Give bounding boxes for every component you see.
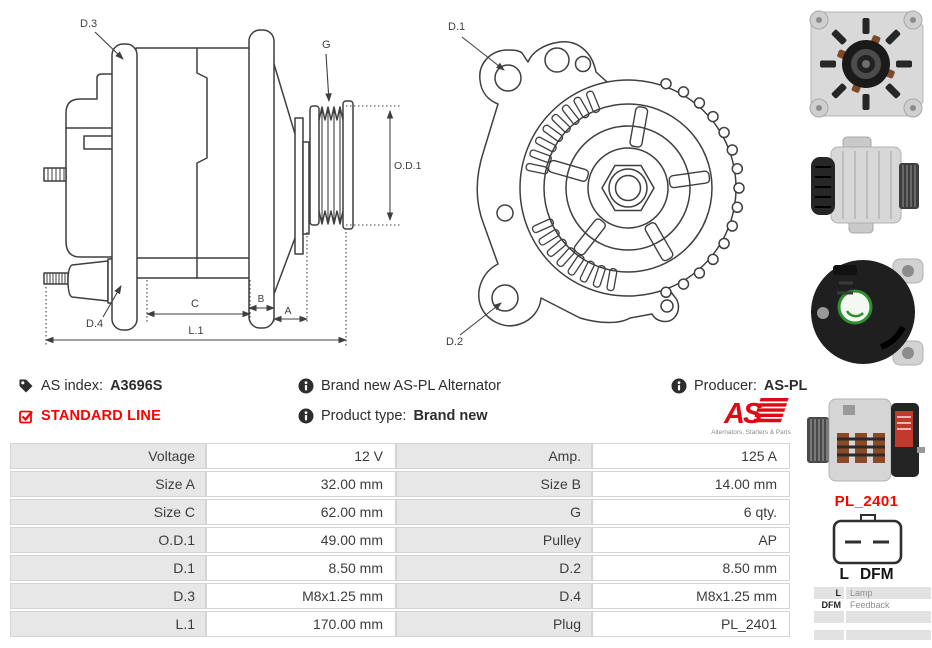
spec-value: AP [592, 527, 790, 553]
spec-label: Size A [10, 471, 206, 497]
dim-label-a: A [284, 305, 291, 317]
spec-label: D.2 [396, 555, 592, 581]
product-type-value: Brand new [413, 408, 488, 424]
tag-icon [19, 379, 33, 393]
brand-new-text: Brand new AS-PL Alternator [321, 378, 502, 394]
plug-pin-left: L [839, 566, 849, 583]
shaft-nut [601, 164, 655, 212]
pulley-flange-right [342, 100, 354, 230]
dim-label-b: B [258, 294, 265, 305]
legend-row-empty [814, 630, 931, 640]
as-index-value: A3696S [110, 378, 163, 394]
as-pl-logo: AS Alternators, Starters & Parts [711, 398, 791, 436]
spec-label: Pulley [396, 527, 592, 553]
spec-label: Size C [10, 499, 206, 525]
spec-value: PL_2401 [592, 611, 790, 637]
legend-desc: Feedback [850, 600, 890, 610]
producer-value: AS-PL [763, 378, 808, 394]
legend-row-empty [814, 611, 931, 623]
legend-pin: DFM [821, 600, 842, 610]
dim-label-d4: D.4 [86, 318, 103, 330]
spec-label: Size B [396, 471, 592, 497]
dim-label-d2: D.2 [446, 336, 463, 348]
b-plus-terminal [67, 260, 109, 302]
spec-value: 170.00 mm [206, 611, 396, 637]
side-view-diagram: D.3 G O.D.1 D.4 C B A L.1 [43, 18, 422, 346]
standard-line-label: STANDARD LINE [41, 408, 161, 424]
dim-label-l1: L.1 [188, 325, 203, 337]
product-type-label: Product type: [321, 408, 407, 424]
plug-pin-right: DFM [859, 566, 894, 583]
dim-label-od1: O.D.1 [394, 160, 422, 172]
plug-legend: L Lamp DFM Feedback [814, 587, 931, 640]
pulley-flange-left [309, 105, 320, 226]
alternator-side-2-photo [807, 398, 925, 482]
spec-value: M8x1.25 mm [206, 583, 396, 609]
spec-label: G [396, 499, 592, 525]
info-icon [298, 408, 314, 424]
vent-slots-upper [525, 90, 601, 175]
spec-value: M8x1.25 mm [592, 583, 790, 609]
plug-connector-diagram [832, 514, 903, 565]
logo-as-text: AS [723, 398, 763, 430]
spec-label: Voltage [10, 443, 206, 469]
spec-value: 125 A [592, 443, 790, 469]
stator-body [135, 47, 251, 279]
as-index-row: AS index: A3696S [18, 377, 162, 395]
spec-label: D.1 [10, 555, 206, 581]
front-mounting-ear [248, 29, 275, 329]
as-index-label: AS index: [41, 378, 104, 394]
product-type-row: Product type: Brand new [298, 407, 488, 425]
mounting-hole-d1 [494, 64, 522, 92]
spec-value: 8.50 mm [206, 555, 396, 581]
spec-value: 62.00 mm [206, 499, 396, 525]
housing-scallops [660, 77, 745, 299]
alternator-rear-photo [811, 258, 924, 366]
legend-row: DFM Feedback [814, 599, 931, 611]
dim-label-d1: D.1 [448, 21, 465, 33]
producer-row: Producer: AS-PL [671, 377, 807, 395]
producer-label: Producer: [694, 378, 757, 394]
dim-label-c: C [191, 298, 199, 310]
legend-pin: L [814, 587, 844, 599]
spec-label: D.4 [396, 583, 592, 609]
spec-value: 6 qty. [592, 499, 790, 525]
alternator-side-photo [811, 136, 919, 234]
checkbox-icon [19, 410, 33, 424]
legend-desc: Lamp [846, 587, 931, 599]
dim-label-d3: D.3 [80, 18, 97, 30]
spec-value: 8.50 mm [592, 555, 790, 581]
spec-table: Voltage 12 V Amp. 125 A Size A 32.00 mm … [10, 443, 790, 637]
info-icon [298, 378, 314, 394]
plug-pins: L DFM [803, 566, 930, 584]
rear-housing-outline [65, 73, 123, 258]
front-view-diagram: D.1 D.2 [446, 21, 745, 348]
alternator-front-photo [809, 10, 924, 118]
logo-tagline: Alternators, Starters & Parts [711, 429, 791, 436]
brand-new-row: Brand new AS-PL Alternator [298, 377, 501, 395]
rear-mounting-ear [111, 43, 138, 331]
plug-name: PL_2401 [834, 493, 899, 510]
spec-value: 49.00 mm [206, 527, 396, 553]
spec-label: D.3 [10, 583, 206, 609]
vent-slots-lower [531, 218, 618, 292]
legend-spacer [814, 623, 931, 630]
dim-label-g: G [322, 39, 331, 51]
spec-label: Plug [396, 611, 592, 637]
legend-row: L Lamp [814, 587, 931, 599]
fan-spokes [547, 106, 711, 262]
spec-label: L.1 [10, 611, 206, 637]
spec-value: 14.00 mm [592, 471, 790, 497]
spec-value: 32.00 mm [206, 471, 396, 497]
spec-label: Amp. [396, 443, 592, 469]
info-icon [671, 378, 687, 394]
spec-label: O.D.1 [10, 527, 206, 553]
standard-line-row: STANDARD LINE [18, 407, 161, 425]
spec-value: 12 V [206, 443, 396, 469]
